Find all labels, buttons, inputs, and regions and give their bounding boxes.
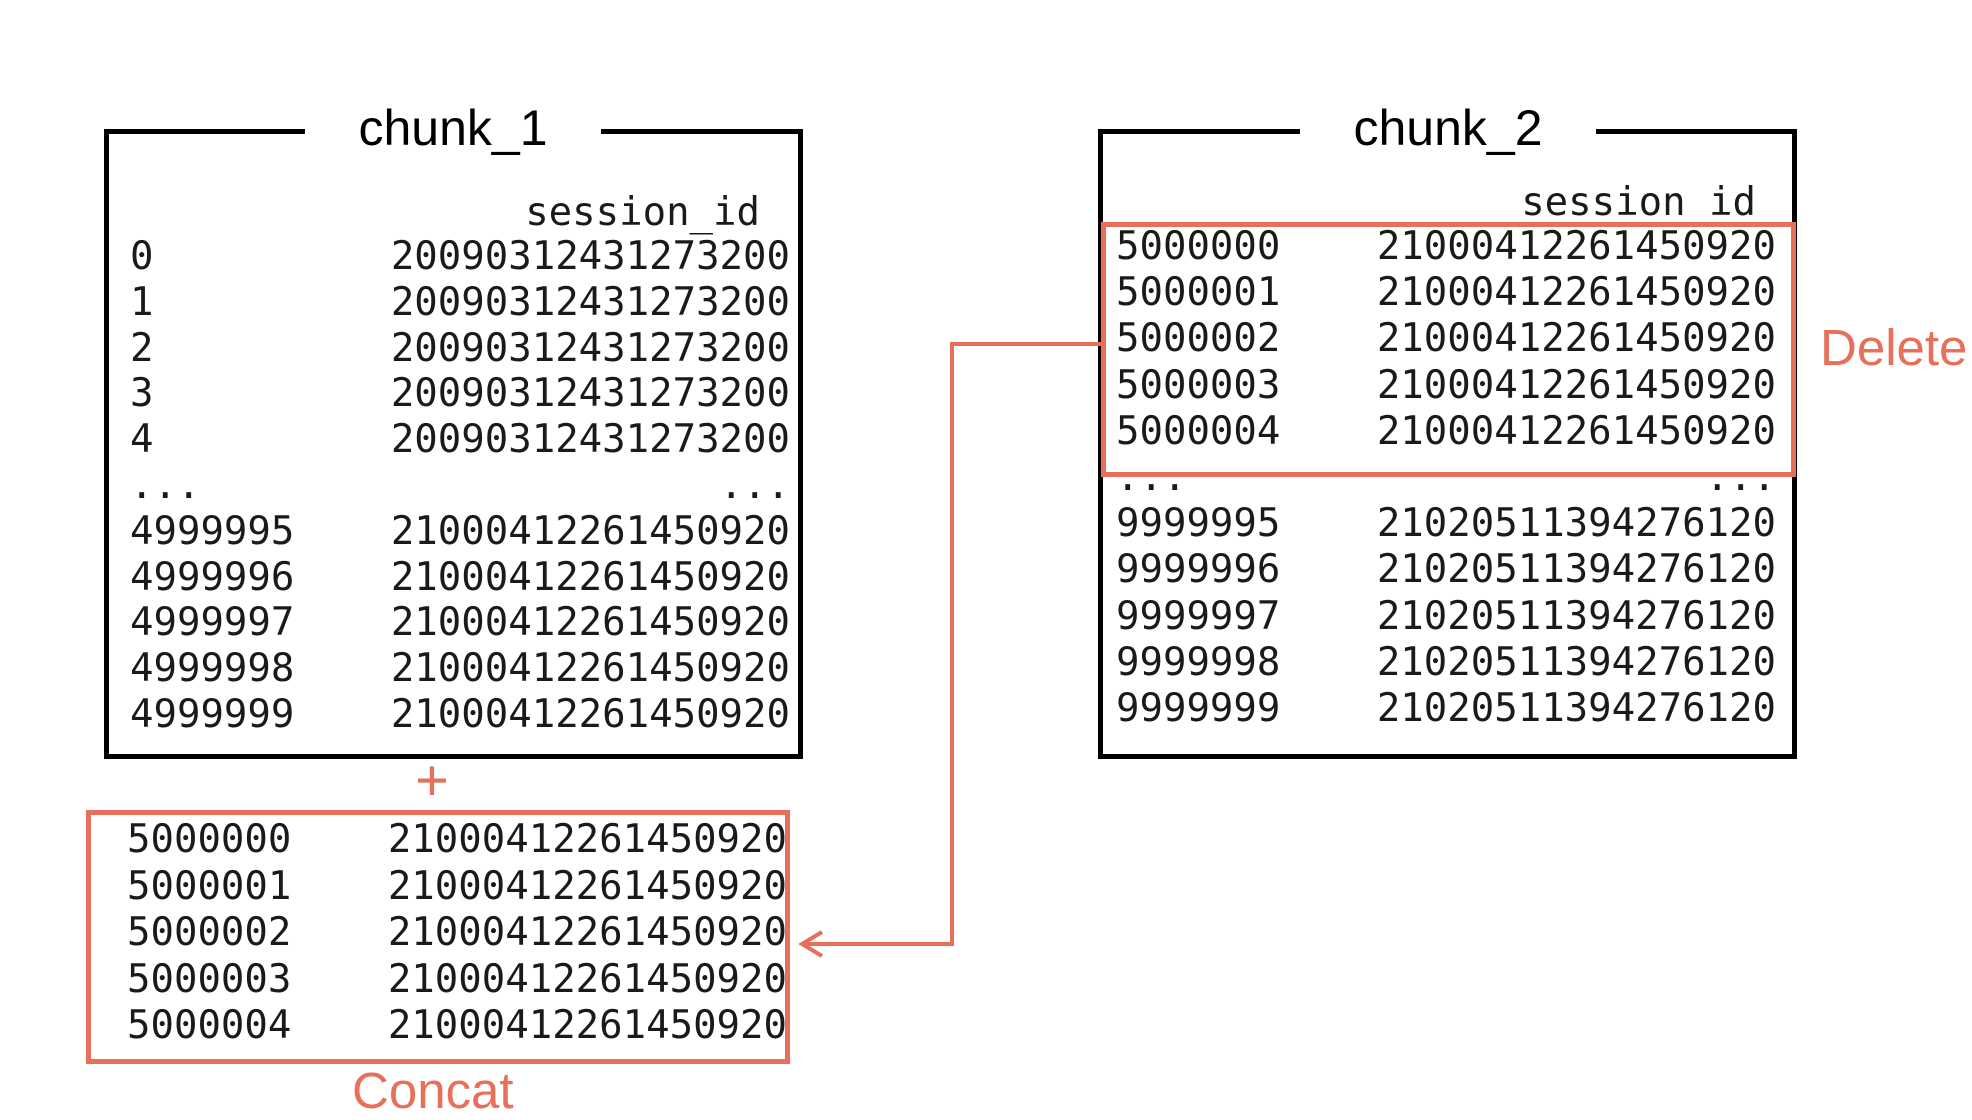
row-index: 9999996 [1116,547,1281,593]
row-session-id: ... [1705,455,1776,500]
row-session-id: 21000412261450920 [390,554,790,600]
table-row: 5000004 21000412261450920 [127,1003,787,1049]
row-index: 9999995 [1116,501,1281,547]
row-index: 5000001 [1116,270,1281,316]
row-session-id: 20090312431273200 [390,279,790,325]
table-row: 5000001 21000412261450920 [1116,270,1776,316]
table-row: 5000003 21000412261450920 [1116,363,1776,409]
table-row: 9999996 21020511394276120 [1116,547,1776,593]
table-row: 9999995 21020511394276120 [1116,501,1776,547]
row-index: 5000001 [127,863,292,909]
row-index: 4999998 [130,646,295,692]
row-session-id: 21000412261450920 [390,600,790,646]
concat-label: Concat [352,1062,514,1119]
arrow-path [802,342,1101,946]
row-index: 9999998 [1116,639,1281,685]
row-index: 9999997 [1116,593,1281,639]
table-row: 4999998 21000412261450920 [130,646,790,692]
row-session-id: 21020511394276120 [1376,547,1776,593]
ellipsis-row: ...... [1116,455,1776,501]
row-session-id: ... [719,463,790,508]
row-session-id: 21000412261450920 [387,956,787,1002]
row-index: 9999999 [1116,686,1281,731]
table-row: 1 20090312431273200 [130,280,790,326]
table-row: 5000000 21000412261450920 [127,817,787,863]
row-session-id: 21000412261450920 [387,817,787,862]
table-row: 2 20090312431273200 [130,326,790,372]
row-session-id: 21000412261450920 [1376,408,1776,454]
row-index: 5000000 [127,817,292,862]
row-index: ... [1116,455,1187,500]
table-row: 9999997 21020511394276120 [1116,594,1776,640]
row-index: ... [130,463,201,508]
chunk-1-title: chunk_1 [305,103,601,153]
row-session-id: 21000412261450920 [1376,316,1776,362]
row-index: 4999996 [130,554,295,600]
row-session-id: 20090312431273200 [390,234,790,279]
delete-highlight-box [1101,222,1796,477]
row-index: 4999997 [130,600,295,646]
row-session-id: 21000412261450920 [387,1003,787,1048]
table-row: 3 20090312431273200 [130,371,790,417]
table-row: 9999999 21020511394276120 [1116,686,1776,732]
row-index: 0 [130,234,154,279]
row-session-id: 20090312431273200 [390,371,790,417]
row-index: 4999999 [130,692,295,737]
table-row: 4999997 21000412261450920 [130,600,790,646]
row-index: 1 [130,279,154,325]
table-row: 0 20090312431273200 [130,234,790,280]
row-session-id: 21020511394276120 [1376,639,1776,685]
plus-sign: + [415,748,449,813]
row-index: 2 [130,325,154,371]
chunk-1-column-header: session_id [525,190,760,235]
table-row: 4 20090312431273200 [130,417,790,463]
row-index: 5000003 [1116,362,1281,408]
row-index: 5000004 [127,1003,292,1048]
table-row: 5000002 21000412261450920 [127,910,787,956]
row-session-id: 21000412261450920 [390,508,790,554]
row-session-id: 21000412261450920 [387,910,787,955]
row-index: 5000004 [1116,408,1281,454]
arrow-head [798,930,824,958]
table-row: 5000000 21000412261450920 [1116,224,1776,270]
table-row: 4999996 21000412261450920 [130,555,790,601]
table-row: 5000001 21000412261450920 [127,864,787,910]
row-index: 5000002 [127,910,292,955]
row-session-id: 20090312431273200 [390,417,790,463]
row-session-id: 21000412261450920 [1376,362,1776,408]
chunk-2-title: chunk_2 [1300,103,1596,153]
row-index: 4 [130,417,154,463]
row-session-id: 21000412261450920 [1376,270,1776,316]
table-row: 5000002 21000412261450920 [1116,316,1776,362]
row-index: 5000003 [127,956,292,1002]
table-row: 5000003 21000412261450920 [127,957,787,1003]
row-session-id: 21000412261450920 [390,692,790,737]
chunk-2-column-header: session_id [1521,180,1756,225]
row-index: 3 [130,371,154,417]
table-row: 9999998 21020511394276120 [1116,640,1776,686]
row-session-id: 21020511394276120 [1376,593,1776,639]
row-index: 5000002 [1116,316,1281,362]
row-index: 5000000 [1116,224,1281,269]
row-session-id: 21020511394276120 [1376,686,1776,731]
row-session-id: 21000412261450920 [390,646,790,692]
ellipsis-row: ...... [130,463,790,509]
concat-highlight-box [86,810,790,1064]
row-session-id: 20090312431273200 [390,325,790,371]
row-session-id: 21000412261450920 [387,863,787,909]
row-index: 4999995 [130,508,295,554]
table-row: 4999999 21000412261450920 [130,692,790,738]
row-session-id: 21000412261450920 [1376,224,1776,269]
table-row: 4999995 21000412261450920 [130,509,790,555]
delete-label: Delete [1820,319,1968,376]
table-row: 5000004 21000412261450920 [1116,409,1776,455]
row-session-id: 21020511394276120 [1376,501,1776,547]
